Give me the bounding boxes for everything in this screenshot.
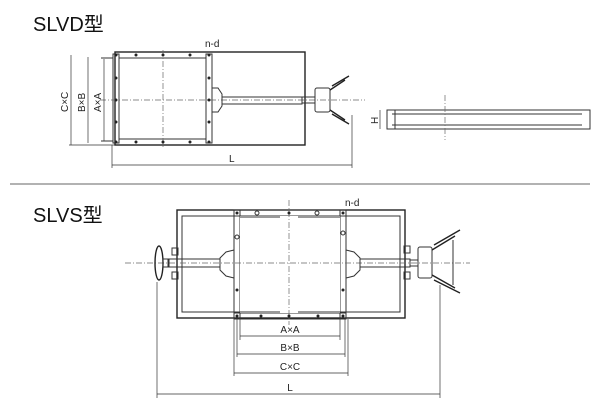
slvd-l-label: L [229,154,235,165]
slvd-bxb-label: B×B [77,92,88,112]
slvd-side-view: H [370,95,591,140]
slvd-front-view: n-d C×C B×B A×A L [60,39,365,168]
slvd-stem [221,96,303,105]
slvs-title: SLVS型 [33,205,103,227]
slvs-left-flange [233,209,241,320]
slvs-axa-label: A×A [280,325,300,336]
slvd-actuator [314,87,331,113]
slvd-axa-label: A×A [93,92,104,112]
slvs-right-flange [339,209,347,320]
slvs-actuator [417,246,433,279]
slvd-cxc-label: C×C [60,92,71,112]
slvs-front-view: n-d A×A B×B C×C L [125,198,470,398]
slvs-cxc-label: C×C [280,362,300,373]
slvd-h-label: H [370,117,381,124]
slvd-nd-label: n-d [205,39,219,50]
slvs-bxb-label: B×B [280,343,300,354]
slvs-l-label: L [287,383,293,394]
slvd-frame [114,51,306,146]
slvs-nd-label: n-d [345,198,359,209]
slvs-left-stem [167,258,221,268]
slvd-title: SLVD型 [33,14,104,36]
